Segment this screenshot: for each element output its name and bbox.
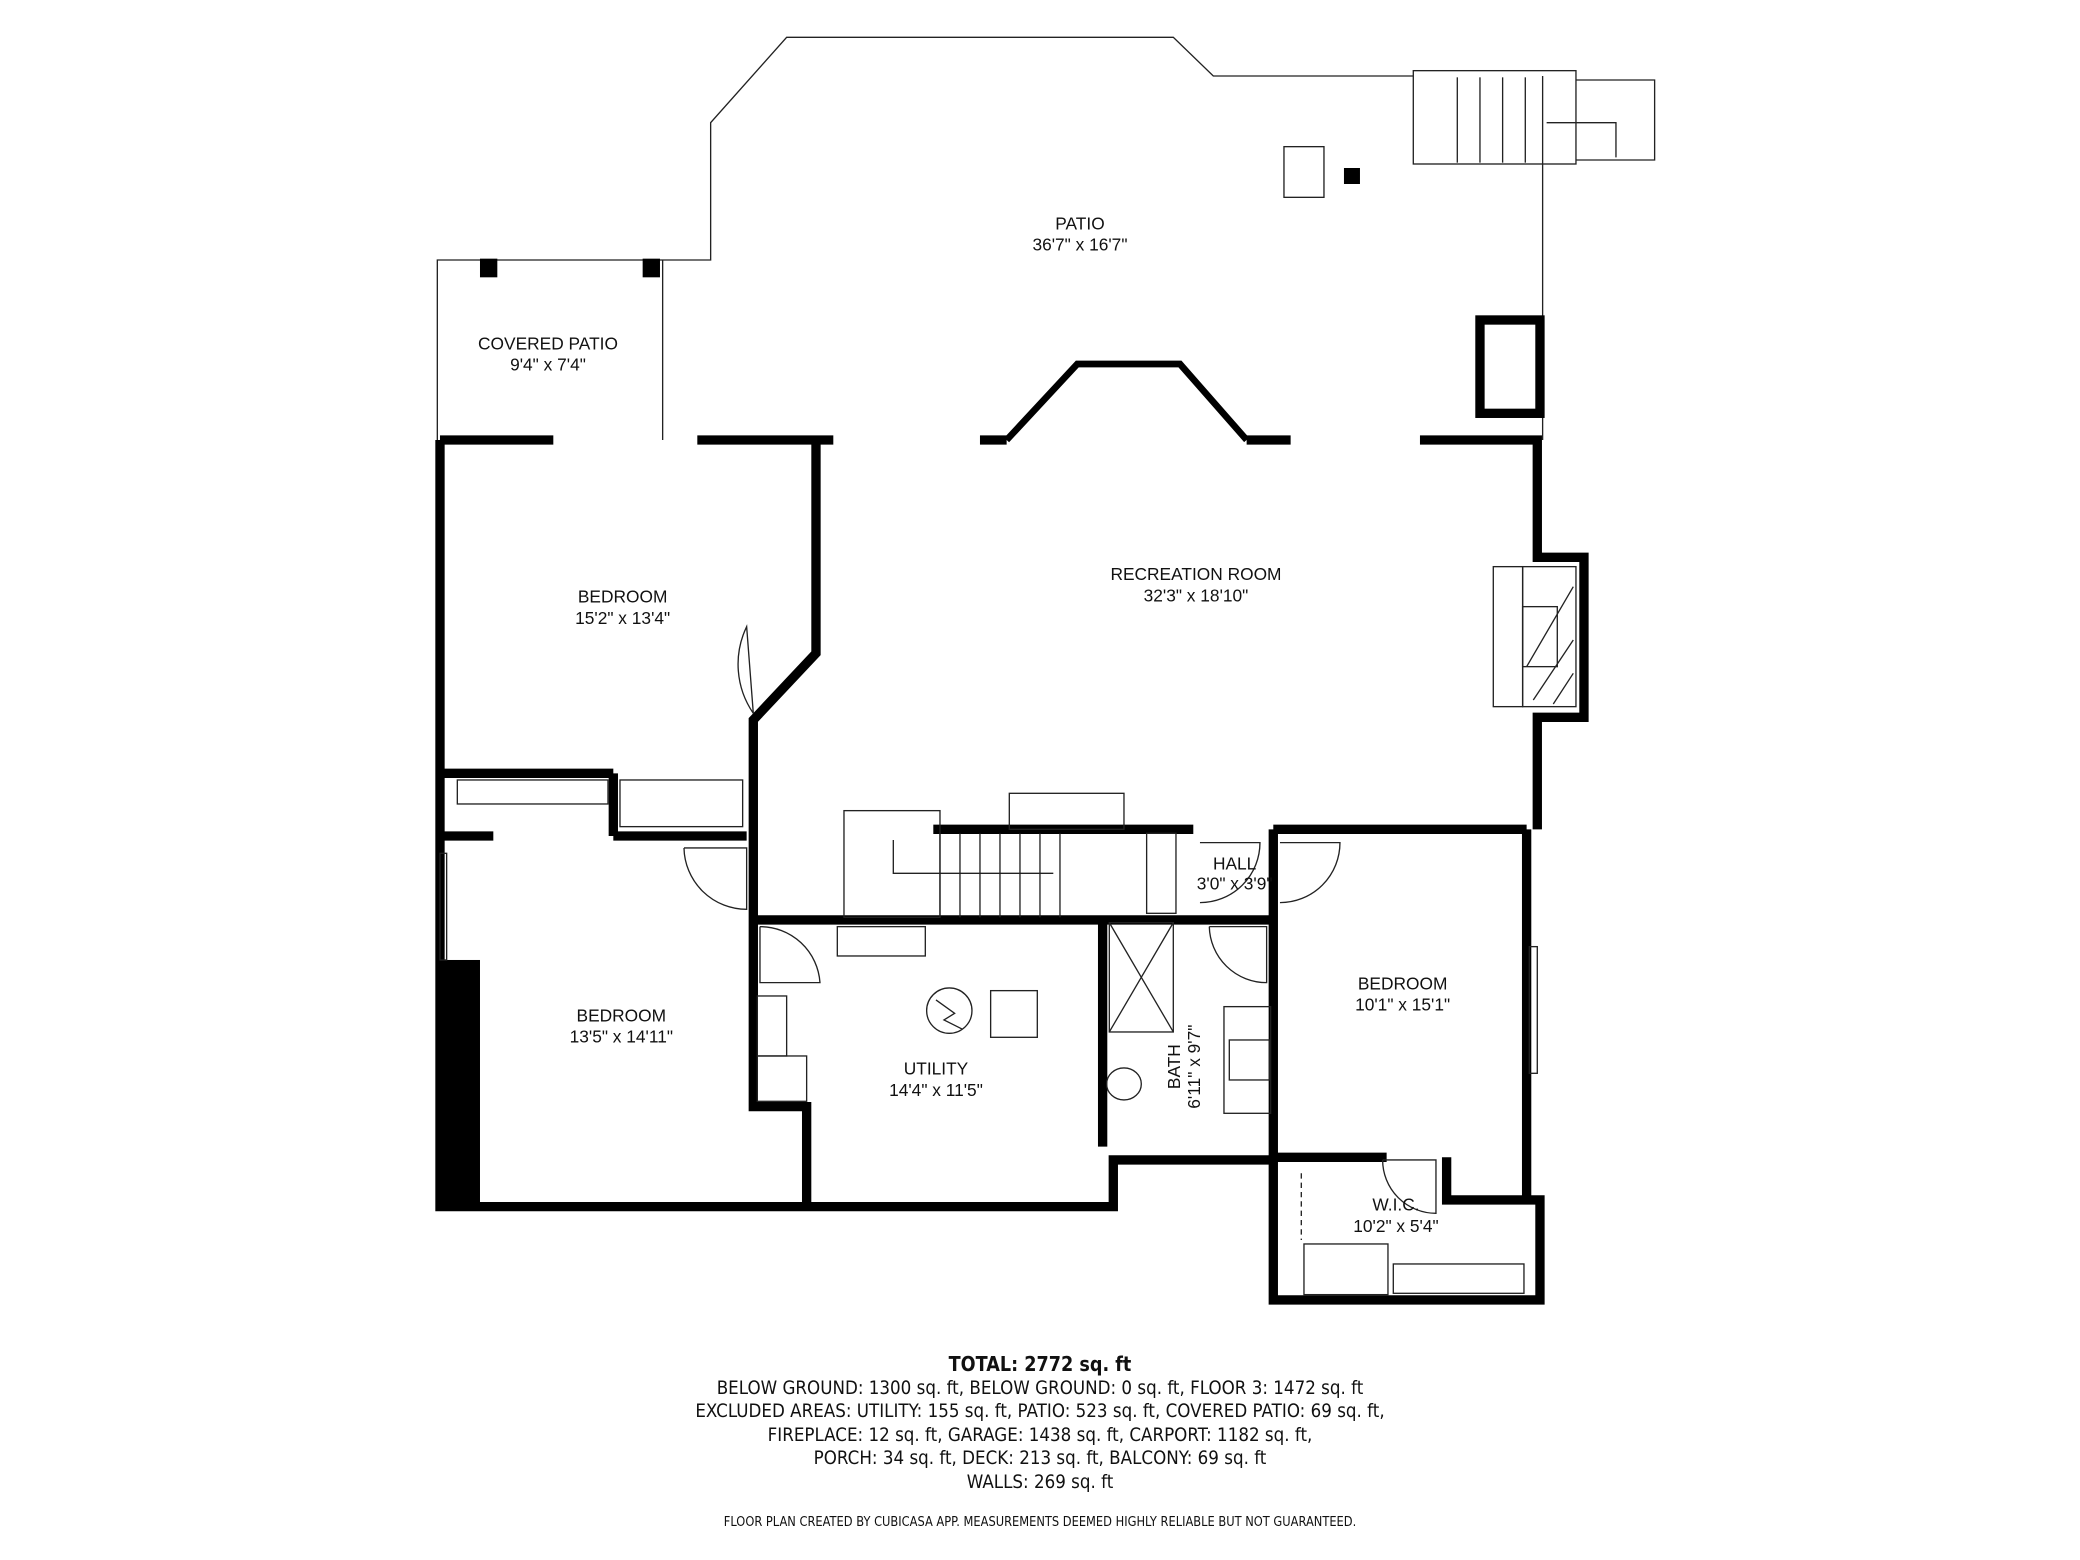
patio-posts [479,167,1360,278]
room-labels: PATIO 36'7" x 16'7" COVERED PATIO 9'4" x… [478,213,1450,1236]
summary-line: BELOW GROUND: 1300 sq. ft, BELOW GROUND:… [716,1376,1364,1399]
room-name: BEDROOM [1358,973,1448,993]
room-name: UTILITY [904,1059,969,1079]
room-size: 36'7" x 16'7" [1032,235,1127,255]
room-size: 3'0" x 3'9" [1197,873,1273,893]
room-size: 14'4" x 11'5" [889,1080,983,1100]
summary-line: EXCLUDED AREAS: UTILITY: 155 sq. ft, PAT… [695,1400,1385,1422]
room-size: 10'2" x 5'4" [1353,1216,1438,1236]
fixtures [756,921,1525,1296]
credit-note: FLOOR PLAN CREATED BY CUBICASA APP. MEAS… [723,1515,1357,1530]
total-area: TOTAL: 2772 sq. ft [948,1352,1132,1376]
room-size: 10'1" x 15'1" [1355,995,1450,1015]
walls [435,435,1589,1305]
room-name: COVERED PATIO [478,333,618,353]
room-name: RECREATION ROOM [1110,564,1281,584]
room-size: 15'2" x 13'4" [575,608,670,628]
exterior-box [1475,315,1545,418]
fireplace [1492,565,1577,708]
doors [439,624,1538,1214]
room-size: 13'5" x 14'11" [570,1027,673,1047]
room-name: BEDROOM [577,1005,667,1025]
room-name: BATH [1164,1044,1184,1089]
area-summary: TOTAL: 2772 sq. ft BELOW GROUND: 1300 sq… [0,1352,2080,1494]
room-size: 6'11" x 9'7" [1184,1025,1204,1109]
room-name: W.I.C. [1372,1195,1419,1215]
room-name: BEDROOM [578,587,668,607]
room-name: HALL [1213,853,1257,873]
summary-line: WALLS: 269 sq. ft [966,1470,1114,1493]
room-size: 9'4" x 7'4" [510,355,586,375]
stairs [843,792,1177,918]
summary-line: PORCH: 34 sq. ft, DECK: 213 sq. ft, BALC… [813,1447,1267,1469]
bay-window [1004,360,1250,443]
room-size: 32'3" x 18'10" [1144,585,1249,605]
room-name: PATIO [1055,213,1104,233]
summary-line: FIREPLACE: 12 sq. ft, GARAGE: 1438 sq. f… [767,1423,1313,1446]
thick-wall [439,959,480,1207]
